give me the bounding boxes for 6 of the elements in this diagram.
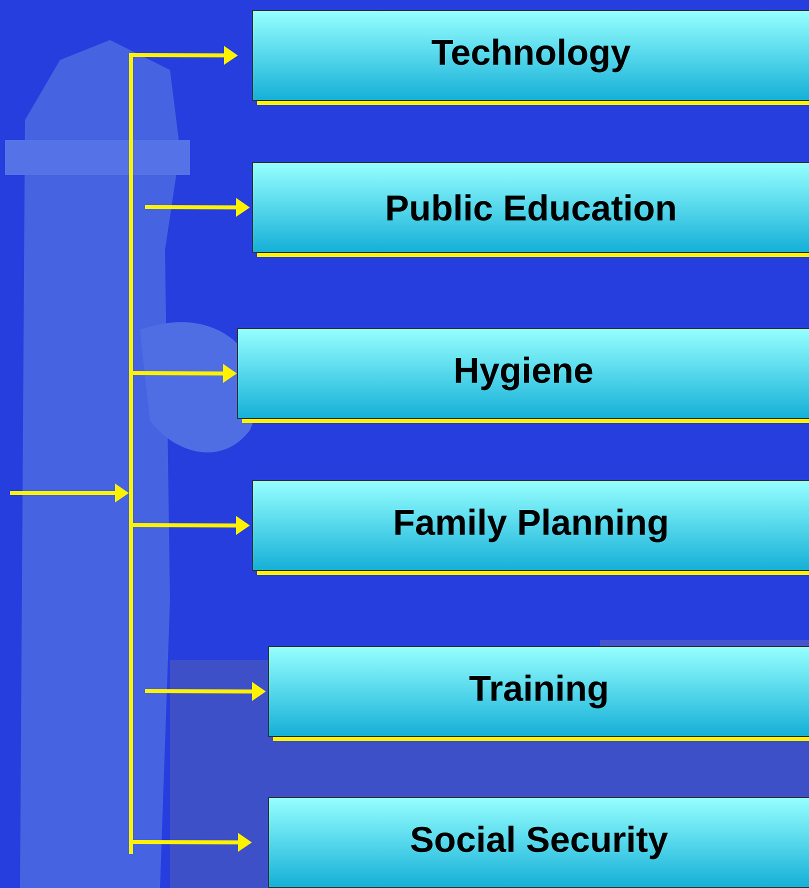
label-box: Family Planning bbox=[252, 480, 809, 575]
label-box: Hygiene bbox=[237, 328, 809, 423]
label-box: Technology bbox=[252, 10, 809, 105]
label-box: Social Security bbox=[268, 797, 809, 888]
label-box: Training bbox=[268, 646, 809, 741]
label-box: Public Education bbox=[252, 162, 809, 257]
